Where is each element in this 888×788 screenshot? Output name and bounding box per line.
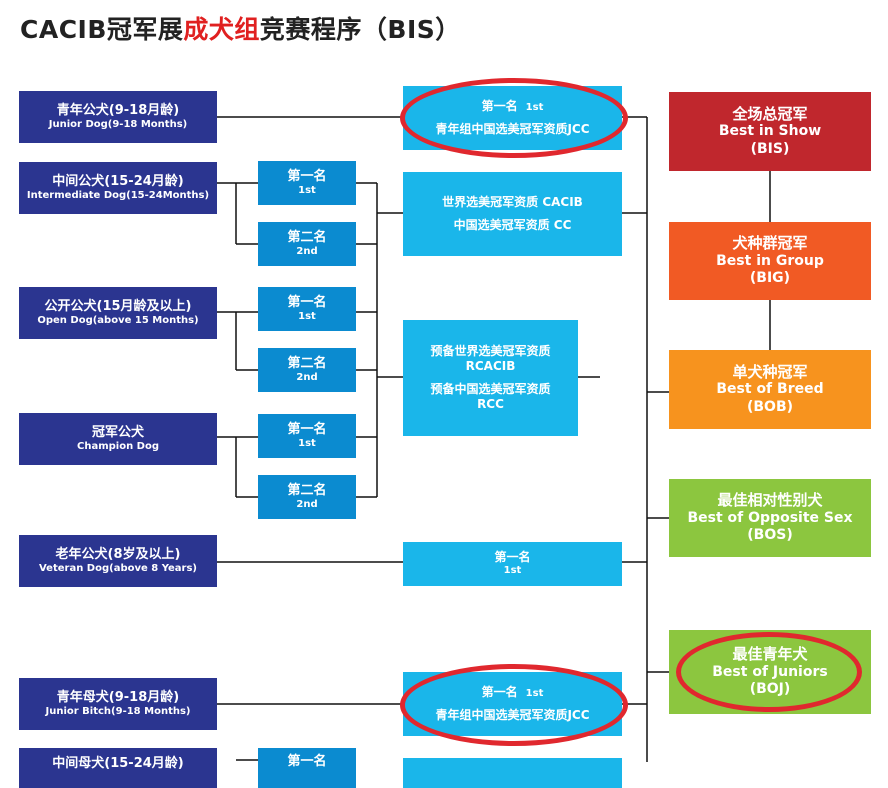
class-veteran-dog: 老年公犬(8岁及以上) Veteran Dog(above 8 Years) bbox=[19, 535, 217, 587]
award-rcacib-code: RCACIB bbox=[465, 359, 516, 373]
class-label-zh: 青年公犬(9-18月龄) bbox=[56, 102, 180, 118]
title-prefix: CACIB冠军展 bbox=[20, 15, 184, 44]
class-label-zh: 青年母犬(9-18月龄) bbox=[56, 689, 180, 705]
award-cert: 青年组中国选美冠军资质JCC bbox=[435, 122, 590, 137]
rank-box: 第一名 1st bbox=[258, 414, 356, 458]
award-rank: 第一名 bbox=[481, 684, 518, 699]
award-rcacib: 预备世界选美冠军资质 bbox=[430, 344, 551, 358]
title-suffix: 竞赛程序（BIS） bbox=[259, 15, 461, 44]
rank-box: 第一名 1st bbox=[258, 287, 356, 331]
class-label-en: Intermediate Dog(15-24Months) bbox=[26, 189, 210, 201]
class-label-zh: 冠军公犬 bbox=[91, 424, 144, 440]
award-junior-dog: 第一名 1st 青年组中国选美冠军资质JCC bbox=[403, 86, 622, 150]
class-intermediate-dog: 中间公犬(15-24月龄) Intermediate Dog(15-24Mont… bbox=[19, 162, 217, 214]
title-en: Best of Breed bbox=[716, 381, 824, 398]
class-label-zh: 老年公犬(8岁及以上) bbox=[55, 546, 181, 562]
title-abbr: (BOJ) bbox=[749, 681, 791, 698]
rank-label-zh: 第二名 bbox=[287, 229, 327, 245]
title-zh: 单犬种冠军 bbox=[732, 362, 808, 381]
rank-label-en: 1st bbox=[298, 437, 316, 449]
rank-label-en: 1st bbox=[298, 184, 316, 196]
award-box-partial bbox=[403, 758, 622, 788]
page-title: CACIB冠军展成犬组竞赛程序（BIS） bbox=[20, 10, 461, 46]
class-junior-bitch: 青年母犬(9-18月龄) Junior Bitch(9-18 Months) bbox=[19, 678, 217, 730]
rank-label-en: 2nd bbox=[296, 371, 318, 383]
award-reserve: 预备世界选美冠军资质 RCACIB 预备中国选美冠军资质 RCC bbox=[403, 320, 578, 436]
title-zh: 最佳相对性别犬 bbox=[717, 491, 823, 510]
award-rank-en: 1st bbox=[525, 101, 544, 113]
class-label-en: Junior Dog(9-18 Months) bbox=[48, 118, 188, 130]
rank-box: 第一名 1st bbox=[258, 161, 356, 205]
title-highlight: 成犬组 bbox=[183, 15, 260, 44]
award-rank: 第一名 bbox=[494, 550, 531, 565]
award-rank-en: 1st bbox=[503, 565, 522, 577]
title-big: 犬种群冠军 Best in Group (BIG) bbox=[669, 222, 871, 300]
class-label-en: Junior Bitch(9-18 Months) bbox=[45, 705, 191, 717]
class-label-zh: 中间公犬(15-24月龄) bbox=[52, 173, 184, 189]
rank-label-en: 2nd bbox=[296, 498, 318, 510]
rank-box: 第一名 bbox=[258, 748, 356, 788]
award-cacib-cc: 世界选美冠军资质 CACIB 中国选美冠军资质 CC bbox=[403, 172, 622, 256]
rank-label-zh: 第二名 bbox=[287, 482, 327, 498]
title-bob: 单犬种冠军 Best of Breed (BOB) bbox=[669, 350, 871, 429]
title-zh: 全场总冠军 bbox=[732, 104, 808, 123]
rank-label-zh: 第二名 bbox=[287, 355, 327, 371]
title-abbr: (BIG) bbox=[749, 270, 791, 287]
award-rank-en: 1st bbox=[525, 687, 544, 699]
rank-label-zh: 第一名 bbox=[287, 754, 327, 769]
award-rcc-code: RCC bbox=[477, 397, 504, 411]
rank-label-zh: 第一名 bbox=[287, 421, 327, 437]
title-zh: 犬种群冠军 bbox=[732, 234, 808, 253]
title-boj: 最佳青年犬 Best of Juniors (BOJ) bbox=[669, 630, 871, 714]
class-intermediate-bitch: 中间母犬(15-24月龄) bbox=[19, 748, 217, 788]
title-zh: 最佳青年犬 bbox=[732, 645, 808, 664]
award-veteran: 第一名 1st bbox=[403, 542, 622, 586]
award-cert: 青年组中国选美冠军资质JCC bbox=[435, 708, 590, 723]
class-label-en: Champion Dog bbox=[76, 440, 159, 452]
rank-box: 第二名 2nd bbox=[258, 475, 356, 519]
title-en: Best of Opposite Sex bbox=[687, 509, 853, 526]
rank-label-zh: 第一名 bbox=[287, 294, 327, 310]
class-label-en: Open Dog(above 15 Months) bbox=[37, 314, 199, 326]
class-label-en: Veteran Dog(above 8 Years) bbox=[38, 562, 198, 574]
title-bis: 全场总冠军 Best in Show (BIS) bbox=[669, 92, 871, 171]
award-cacib: 世界选美冠军资质 CACIB bbox=[442, 195, 583, 209]
rank-label-en: 1st bbox=[298, 310, 316, 322]
title-en: Best in Show bbox=[718, 123, 822, 140]
title-bos: 最佳相对性别犬 Best of Opposite Sex (BOS) bbox=[669, 479, 871, 557]
rank-label-en: 2nd bbox=[296, 245, 318, 257]
class-label-zh: 公开公犬(15月龄及以上) bbox=[44, 298, 192, 314]
title-en: Best of Juniors bbox=[712, 663, 828, 680]
rank-box: 第二名 2nd bbox=[258, 348, 356, 392]
rank-box: 第二名 2nd bbox=[258, 222, 356, 266]
class-label-zh: 中间母犬(15-24月龄) bbox=[52, 756, 184, 771]
title-en: Best in Group bbox=[716, 252, 824, 269]
class-champion-dog: 冠军公犬 Champion Dog bbox=[19, 413, 217, 465]
title-abbr: (BOB) bbox=[746, 398, 794, 415]
title-abbr: (BOS) bbox=[747, 527, 793, 544]
class-junior-dog: 青年公犬(9-18月龄) Junior Dog(9-18 Months) bbox=[19, 91, 217, 143]
rank-label-zh: 第一名 bbox=[287, 168, 327, 184]
title-abbr: (BIS) bbox=[750, 140, 790, 157]
award-cc: 中国选美冠军资质 CC bbox=[453, 218, 572, 232]
award-junior-bitch: 第一名 1st 青年组中国选美冠军资质JCC bbox=[403, 672, 622, 736]
class-open-dog: 公开公犬(15月龄及以上) Open Dog(above 15 Months) bbox=[19, 287, 217, 339]
award-rcc: 预备中国选美冠军资质 bbox=[430, 382, 551, 396]
award-rank: 第一名 bbox=[481, 98, 518, 113]
